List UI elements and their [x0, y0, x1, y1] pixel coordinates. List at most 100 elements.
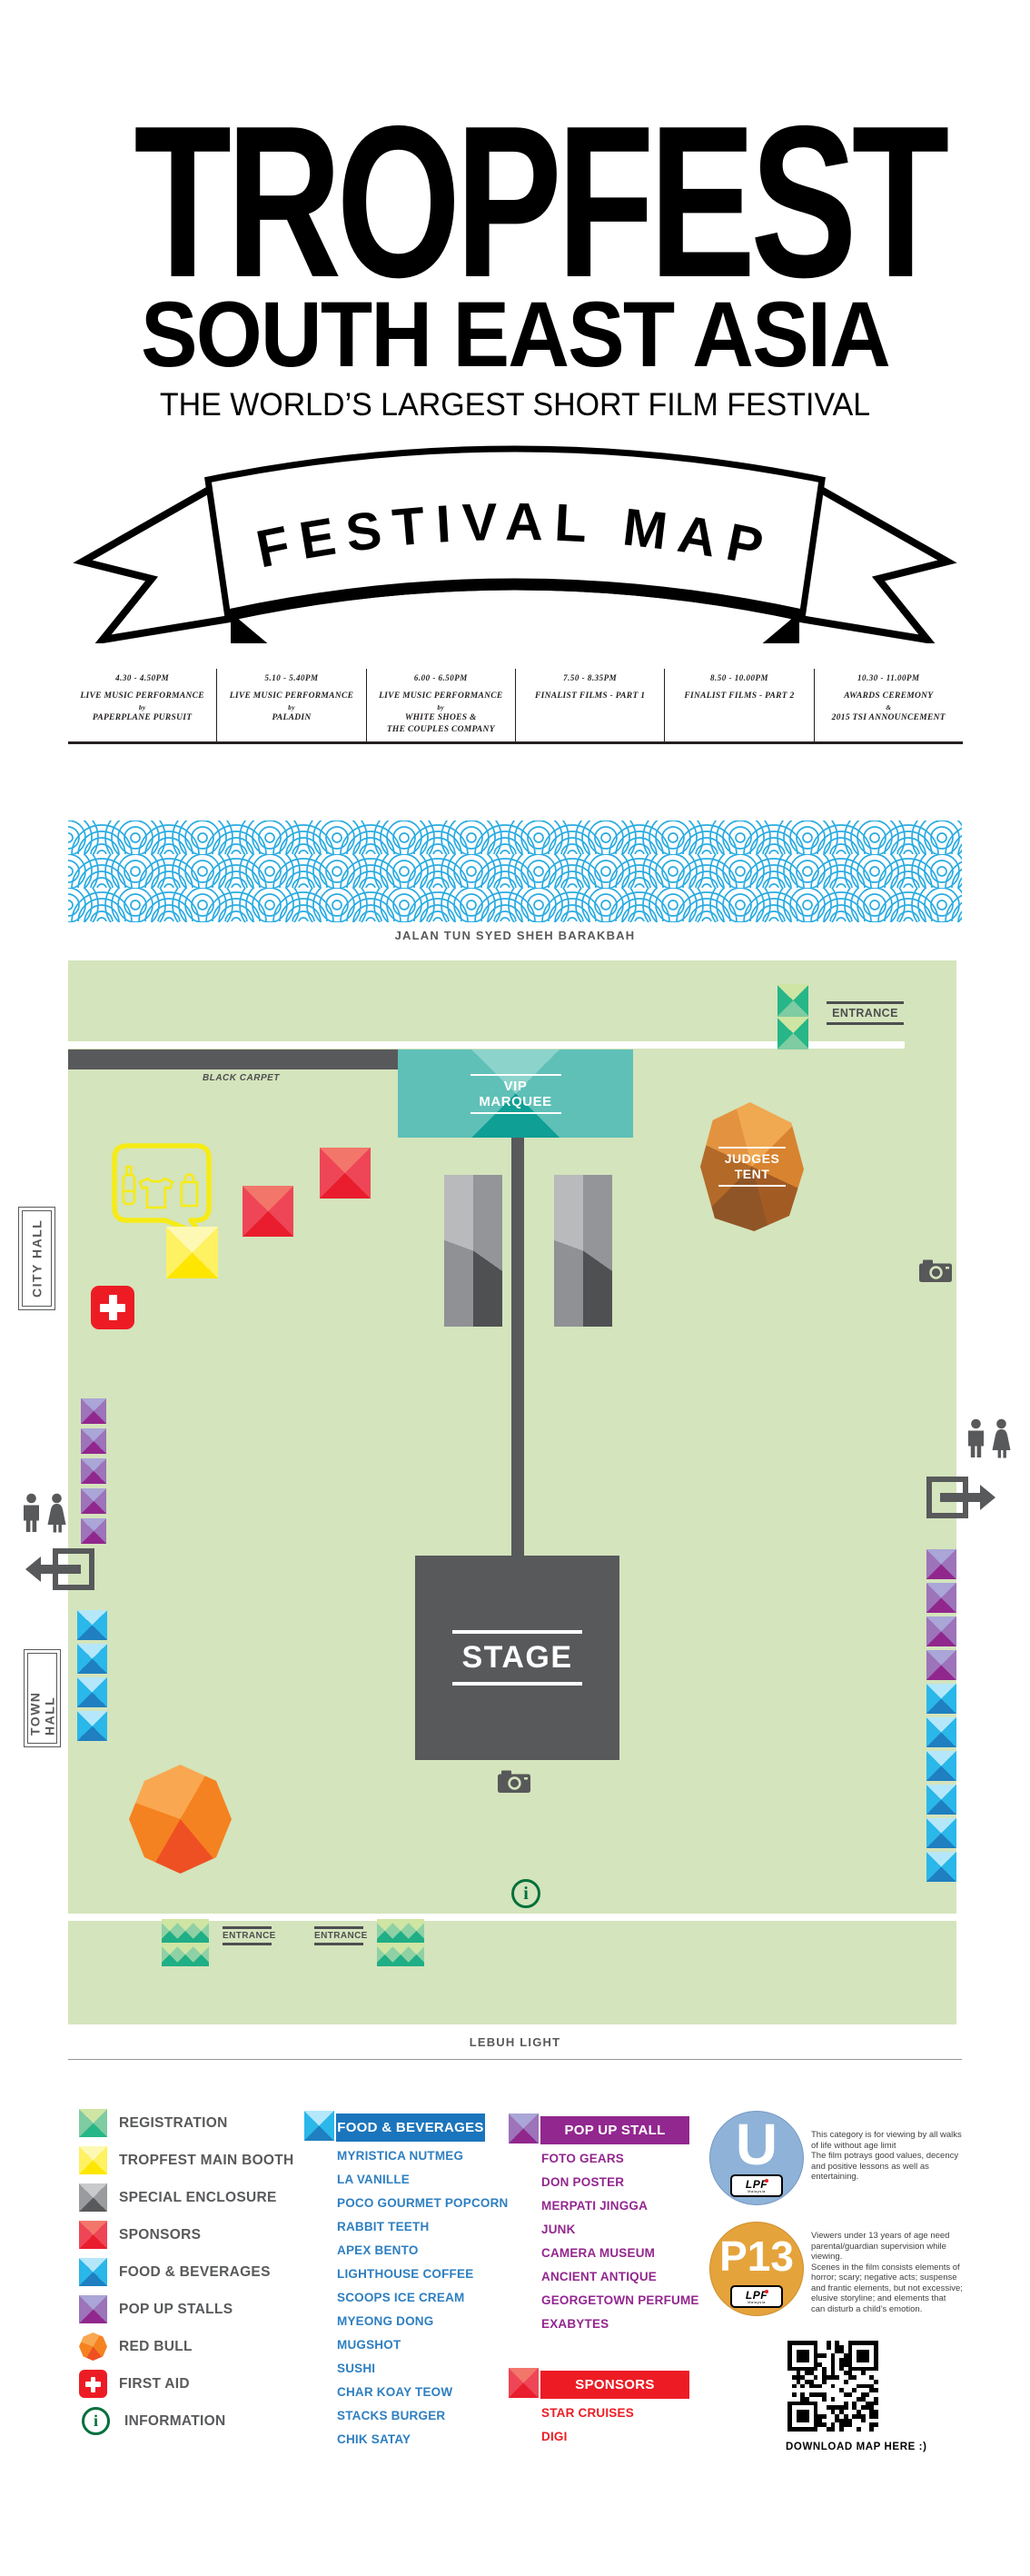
food-beverage-vendor: MUGSHOT	[337, 2337, 401, 2352]
street-name-top: JALAN TUN SYED SHEH BARAKBAH	[394, 929, 636, 942]
session-title-line: LIVE MUSIC PERFORMANCE	[229, 691, 354, 701]
exit-east-icon	[926, 1473, 995, 1523]
session-title-line: LIVE MUSIC PERFORMANCE	[80, 691, 204, 701]
pop-up-stall-vendor: EXABYTES	[541, 2316, 609, 2331]
food-beverage-vendor: LA VANILLE	[337, 2172, 410, 2186]
tagline: THE WORLD’S LARGEST SHORT FILM FESTIVAL	[159, 387, 871, 423]
session-title-line: FINALIST FILMS - PART 2	[684, 691, 795, 701]
session-time: 7.50 - 8.35PM	[563, 673, 618, 682]
bottle-icon	[122, 1173, 136, 1206]
legend-label: POP UP STALLS	[119, 2301, 233, 2317]
bottle-neck	[125, 1165, 133, 1177]
first-aid-station	[91, 1286, 134, 1329]
pop-up-stall-marker	[81, 1398, 106, 1424]
session-title-line: &	[886, 703, 892, 711]
ribbon-left-fold	[231, 612, 268, 643]
special-enclosure-tent	[554, 1175, 612, 1327]
pop-up-stalls-icon	[79, 2295, 107, 2323]
sea-wave-pattern	[68, 821, 962, 922]
information-icon: i	[82, 2407, 110, 2435]
lpf-label: LPF	[745, 2177, 768, 2191]
pop-up-stall-vendor: ANCIENT ANTIQUE	[541, 2269, 657, 2283]
first-aid-icon	[79, 2370, 107, 2398]
legend-label: INFORMATION	[124, 2412, 226, 2429]
food-beverage-marker	[926, 1818, 956, 1848]
stage-label: STAGE	[452, 1630, 582, 1686]
legend-label: FOOD & BEVERAGES	[119, 2263, 271, 2280]
legend-label: REGISTRATION	[119, 2114, 228, 2131]
rating-u-description: This category is for viewing by all walk…	[811, 2130, 962, 2182]
legend-label: FIRST AID	[119, 2375, 190, 2392]
page-title: TROPFEST	[134, 82, 949, 323]
tropfest-main-booth-icon	[79, 2146, 107, 2174]
food-beverage-vendor: MYRISTICA NUTMEG	[337, 2148, 464, 2163]
legend-label: SPECIAL ENCLOSURE	[119, 2189, 277, 2205]
sponsor-name: DIGI	[541, 2429, 568, 2443]
sponsors-list: STAR CRUISES DIGI	[541, 2401, 634, 2448]
food-beverage-vendor: POCO GOURMET POPCORN	[337, 2195, 509, 2210]
session-title-line: WHITE SHOES &	[404, 713, 477, 722]
pop-up-stall-vendor: GEORGETOWN PERFUME	[541, 2293, 699, 2307]
judges-tent: JUDGES TENT	[700, 1102, 804, 1231]
toilets-icon	[968, 1418, 1011, 1458]
entrance-label-south-2: ENTRANCE	[314, 1926, 367, 1945]
lpf-logo: LPF Malaysia	[730, 2174, 783, 2197]
sponsor-name: STAR CRUISES	[541, 2405, 634, 2420]
pop-up-stall-vendor: JUNK	[541, 2222, 576, 2236]
south-entrance-gate	[162, 1919, 209, 1966]
sponsors-icon	[79, 2221, 107, 2249]
food-beverage-marker	[926, 1751, 956, 1781]
food-beverage-vendor: STACKS BURGER	[337, 2408, 446, 2422]
camera-icon	[919, 1259, 952, 1282]
rating-p13-badge: P13 LPF Malaysia	[709, 2222, 804, 2316]
special-enclosure-tent	[444, 1175, 502, 1327]
ribbon-right-fold	[762, 612, 799, 643]
food-beverage-marker	[926, 1852, 956, 1882]
ribbon-bottom-edge	[226, 578, 804, 622]
lpf-sublabel: Malaysia	[748, 2188, 766, 2193]
judges-tent-label: JUDGES TENT	[718, 1147, 786, 1187]
food-beverage-marker	[926, 1684, 956, 1714]
session-title-line: by	[437, 703, 445, 711]
food-beverage-vendor: MYEONG DONG	[337, 2313, 434, 2328]
pop-up-stall-vendor: CAMERA MUSEUM	[541, 2245, 656, 2260]
food-beverages-icon	[79, 2258, 107, 2286]
food-beverage-marker	[926, 1717, 956, 1747]
festival-ground-map: ENTRANCE BLACK CARPET VIP MARQUEE JUDGES…	[68, 960, 956, 2024]
session-time: 4.30 - 4.50PM	[115, 673, 170, 682]
toilets-icon	[24, 1493, 66, 1533]
pop-up-stall-vendor: DON POSTER	[541, 2174, 625, 2189]
food-beverages-list: MYRISTICA NUTMEG LA VANILLE POCO GOURMET P…	[337, 2143, 509, 2451]
session-time: 10.30 - 11.00PM	[857, 673, 920, 682]
bag-icon	[180, 1180, 199, 1208]
session-title-line: by	[288, 703, 295, 711]
food-beverage-marker	[926, 1785, 956, 1815]
south-road-segment	[68, 1914, 225, 1921]
festival-map-ribbon: FESTIVAL MAP	[73, 445, 957, 643]
legend-label: TROPFEST MAIN BOOTH	[119, 2152, 294, 2168]
special-enclosure-icon	[79, 2183, 107, 2212]
lpf-sublabel: Malaysia	[748, 2299, 766, 2304]
town-hall-label: TOWN HALL	[27, 1653, 57, 1744]
pop-up-stall-vendor: MERPATI JINGGA	[541, 2198, 649, 2213]
food-beverage-vendor: RABBIT TEETH	[337, 2219, 430, 2233]
pop-up-stall-marker	[81, 1458, 106, 1484]
food-beverage-vendor: APEX BENTO	[337, 2243, 419, 2257]
exit-west-icon	[25, 1545, 94, 1595]
black-carpet	[68, 1049, 401, 1069]
town-hall-building: TOWN HALL	[24, 1649, 61, 1747]
legend-item: FIRST AID	[79, 2370, 333, 2398]
food-beverages-header: FOOD & BEVERAGES	[336, 2114, 485, 2142]
rating-u-code: U	[735, 2112, 778, 2177]
entrance-label-north: ENTRANCE	[827, 1001, 904, 1025]
bottom-divider-line	[68, 2059, 962, 2060]
red-bull-area	[129, 1765, 232, 1874]
vip-marquee-tent: VIP MARQUEE	[398, 1049, 633, 1138]
city-hall-label: CITY HALL	[22, 1210, 52, 1307]
